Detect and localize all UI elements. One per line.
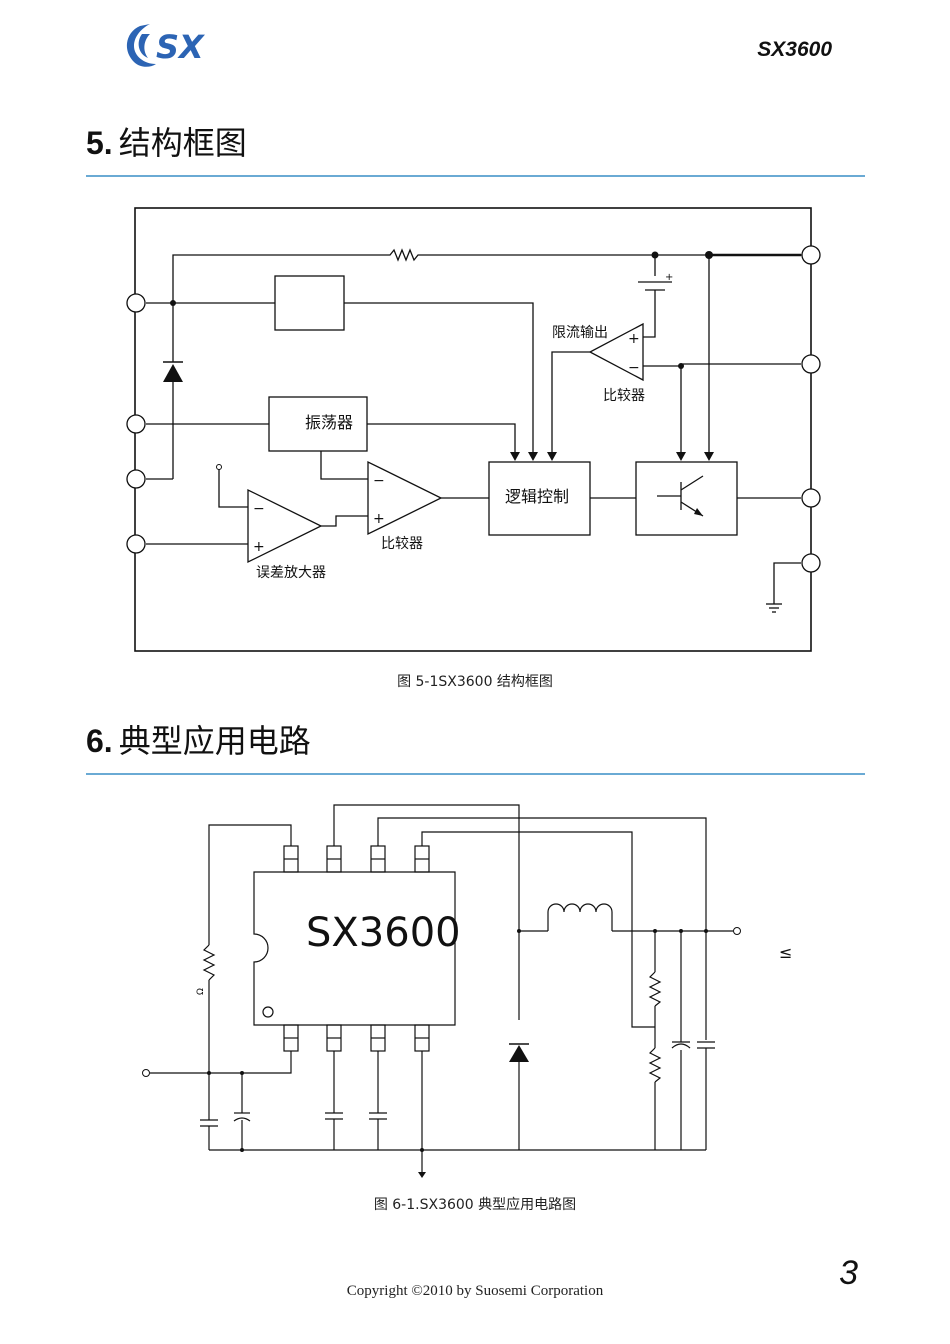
resistor-mark: Ω [196,988,206,995]
section-5-title: 结构框图 [118,124,247,162]
section-5-rule [86,175,865,177]
section-6-rule [86,773,865,775]
logo-text: SX [156,28,205,66]
error-amp-label: 误差放大器 [256,565,326,581]
figure-6-caption: 图 6-1.SX3600 典型应用电路图 [373,1197,577,1213]
logic-control-label: 逻辑控制 [505,487,569,506]
svg-text:+: + [373,511,385,527]
section-5-number: 5. [86,125,113,161]
svg-text:+: + [628,331,640,347]
figure-5-caption: 图 5-1SX3600 结构框图 [397,674,553,690]
svg-text:−: − [628,360,640,376]
side-mark: ≤ [779,943,792,962]
comparator-mid-label: 比较器 [381,536,423,552]
section-6-heading: 6.典型应用电路 [86,716,311,762]
oscillator-label: 振荡器 [305,413,353,432]
svg-text:+: + [253,539,265,555]
application-circuit: SX3600 Ω ≤ [142,804,792,1178]
section-6-title: 典型应用电路 [118,722,311,760]
document-model: SX3600 [757,38,832,61]
company-logo: SX [126,24,205,67]
chip-label: SX3600 [306,910,461,956]
section-5-heading: 5.结构框图 [86,118,247,164]
block-diagram: − + − + + − + 振荡器 逻辑控制 限流输出 比较器 比较器 误差放大… [126,207,821,652]
current-limit-label: 限流输出 [552,325,608,341]
comparator-top-label: 比较器 [603,388,645,404]
copyright-notice: Copyright ©2010 by Suosemi Corporation [346,1283,604,1299]
section-6-number: 6. [86,723,113,759]
page-number: 3 [839,1254,858,1292]
svg-text:−: − [253,501,265,517]
svg-text:+: + [665,272,673,283]
svg-text:−: − [373,473,385,489]
